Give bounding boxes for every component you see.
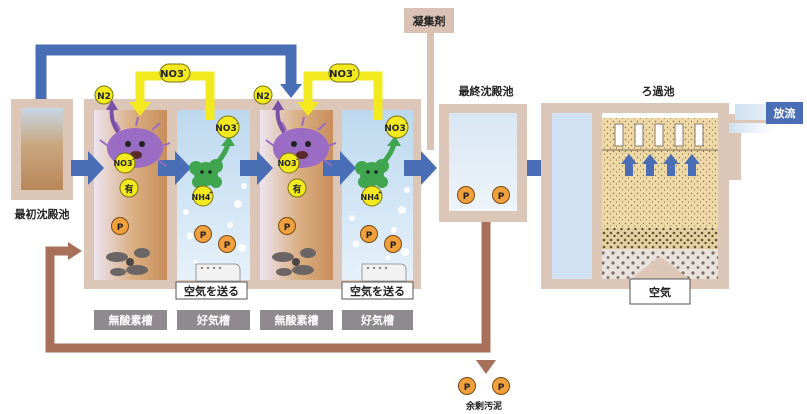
svg-text:-: - — [296, 157, 298, 163]
svg-text:NH4: NH4 — [192, 193, 211, 202]
svg-text:有: 有 — [124, 183, 133, 195]
anoxic-tank-1-label: 無酸素槽 — [109, 313, 153, 327]
excess-sludge: P P 余剰汚泥 — [458, 377, 510, 412]
svg-text:P: P — [366, 231, 373, 241]
final-clarifier-label: 最終沈殿池 — [459, 84, 514, 98]
nh4-badge: NH4 + — [192, 185, 214, 207]
svg-text:NH4: NH4 — [361, 193, 380, 202]
n2-badge: N2 — [94, 85, 114, 105]
svg-text:有: 有 — [292, 183, 301, 195]
svg-text:NO3: NO3 — [215, 124, 236, 134]
svg-text:P: P — [464, 383, 471, 393]
coagulant-label: 凝集剤 — [413, 14, 446, 28]
svg-text:-: - — [236, 121, 238, 127]
nitrate-recycle-loop-1: NO3 - — [129, 63, 215, 120]
filter-anthracite-layer — [602, 228, 718, 249]
svg-text:N2: N2 — [256, 92, 270, 102]
green-bacteria-icon — [355, 159, 389, 188]
nitrate-recycle-loop-2: NO3 - — [297, 63, 383, 120]
svg-text:-: - — [405, 121, 407, 127]
tank-labels: 無酸素槽 好気槽 無酸素槽 好気槽 — [94, 310, 413, 330]
coagulant-feed: 凝集剤 — [404, 8, 454, 150]
anoxic-tank-2-label: 無酸素槽 — [275, 313, 319, 327]
organic-badge: 有 — [287, 178, 307, 198]
air-diffuser-icon — [195, 263, 241, 282]
svg-text:空気を送る: 空気を送る — [184, 284, 239, 298]
svg-text:-: - — [132, 157, 134, 163]
return-sludge-line — [45, 222, 491, 353]
final-clarifier: 最終沈殿池 P P — [439, 84, 527, 222]
svg-text:P: P — [498, 192, 505, 202]
filter-sand-layer — [602, 150, 718, 228]
aerobic-tank-1 — [177, 110, 250, 280]
svg-text:+: + — [209, 190, 213, 196]
svg-text:P: P — [117, 223, 124, 233]
green-bacteria-icon — [189, 159, 223, 188]
air-supply-box-2: 空気を送る — [341, 281, 414, 300]
svg-text:NO3: NO3 — [113, 159, 132, 168]
n2-release-arrows — [106, 100, 286, 134]
filter-basin-label: ろ過池 — [642, 84, 675, 98]
svg-text:NO3: NO3 — [329, 69, 353, 80]
no3-badge: NO3 - — [113, 152, 136, 174]
primary-clarifier: 最初沈殿池 — [11, 99, 73, 221]
phosphorus-badges: P P P P P P — [111, 217, 402, 253]
filter-air-label: 空気 — [649, 285, 671, 299]
discharge-label: 放流 — [773, 106, 796, 120]
bypass-flow-arrowhead — [280, 84, 302, 98]
svg-text:P: P — [463, 192, 470, 202]
svg-text:P: P — [200, 231, 207, 241]
primary-clarifier-label: 最初沈殿池 — [15, 207, 70, 221]
svg-text:P: P — [498, 383, 505, 393]
discharge-outlet: 放流 — [729, 98, 806, 180]
svg-text:N2: N2 — [97, 92, 111, 102]
aerobic-tank-2-label: 好気槽 — [360, 313, 394, 327]
svg-text:NO3: NO3 — [277, 159, 296, 168]
svg-text:P: P — [224, 241, 231, 251]
no3-badge: NO3 - — [215, 115, 240, 139]
svg-text:+: + — [378, 190, 382, 196]
nh4-badge: NH4 + — [361, 185, 383, 207]
svg-text:P: P — [390, 241, 397, 251]
nitrification-arrows — [216, 136, 401, 164]
organic-badge: 有 — [119, 178, 139, 198]
return-sludge-arrowhead — [68, 242, 82, 260]
svg-text:NO3: NO3 — [384, 124, 405, 134]
no3-badge: NO3 - — [277, 152, 300, 174]
aerobic-tank-1-label: 好気槽 — [196, 313, 230, 327]
mixer-propeller-icon — [272, 248, 316, 276]
bypass-flow-arrow — [35, 44, 297, 108]
excess-sludge-label: 余剰汚泥 — [465, 400, 502, 412]
svg-text:NO3: NO3 — [160, 69, 184, 80]
excess-sludge-arrowhead — [476, 360, 496, 374]
air-diffuser-icon — [361, 263, 407, 282]
no3-badge: NO3 - — [384, 115, 409, 139]
mixer-propeller-icon — [106, 248, 150, 276]
filter-basin: ろ過池 空気 — [541, 84, 729, 305]
n2-badge: N2 — [253, 85, 273, 105]
svg-text:-: - — [353, 67, 356, 74]
svg-text:-: - — [184, 67, 187, 74]
svg-text:P: P — [284, 223, 291, 233]
svg-text:空気を送る: 空気を送る — [350, 284, 405, 298]
air-supply-box-1: 空気を送る — [175, 281, 248, 300]
